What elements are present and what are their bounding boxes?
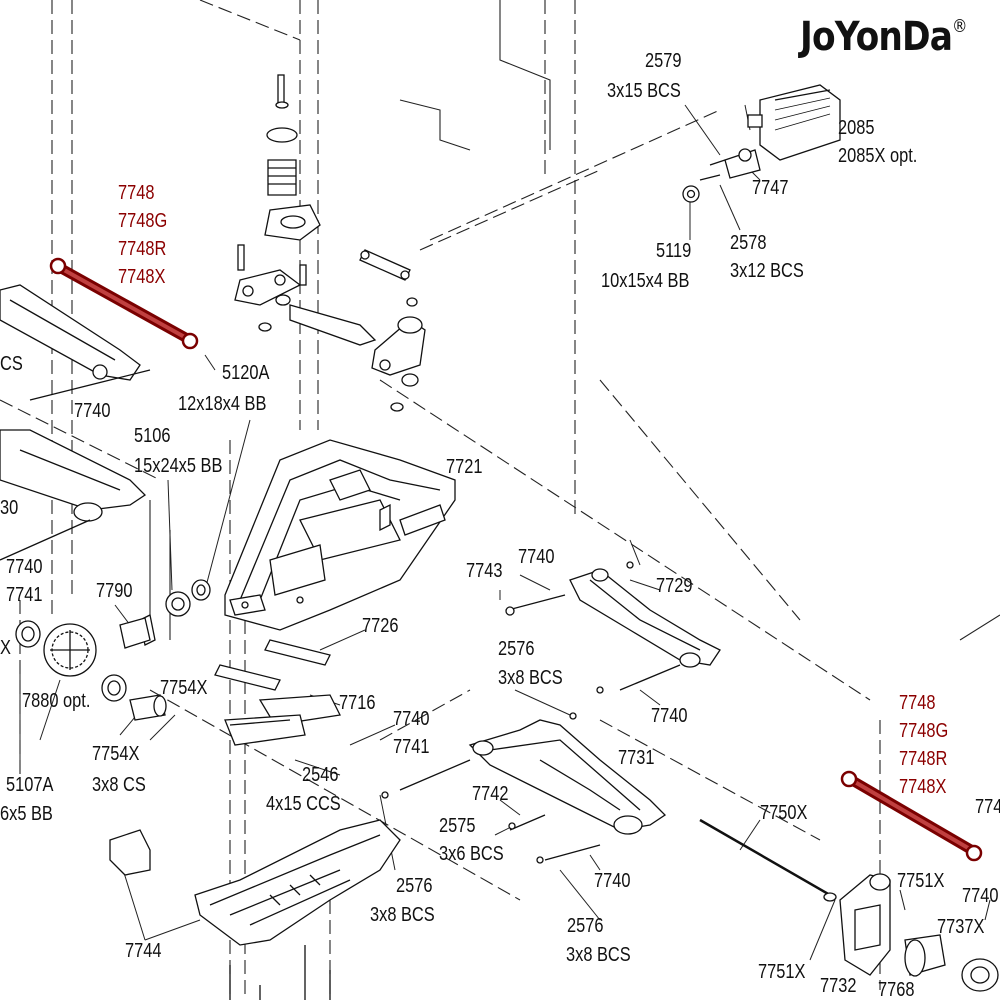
part-label-r1a: 7748 [118,182,155,204]
part-label-2085x: 2085X opt. [838,145,918,167]
part-label-7744: 7744 [125,940,162,962]
part-label-15x24: 15x24x5 BB [134,455,223,477]
part-label-X: X [0,637,11,659]
differential-part [15,614,156,702]
part-label-4x15: 4x15 CCS [266,793,341,815]
part-label-2578: 2578 [730,232,767,254]
part-label-7754xb: 7754X [92,743,140,765]
part-label-7732: 7732 [820,975,857,997]
part-label-774: 774 [975,796,1000,818]
part-label-2576a: 2576 [396,875,433,897]
part-label-3x12: 3x12 BCS [730,260,804,282]
part-label-2576b: 2576 [498,638,535,660]
brand-logo: JoYonDa® [800,14,968,60]
part-label-2579: 2579 [645,50,682,72]
part-label-7731: 7731 [618,747,655,769]
part-label-5107a: 5107A [6,774,54,796]
part-label-3x8a: 3x8 BCS [370,904,435,926]
part-label-7750x: 7750X [760,802,808,824]
registered-mark: ® [952,16,967,37]
part-label-3x8cs: 3x8 CS [92,774,146,796]
part-label-7740b: 7740 [6,556,43,578]
parts [0,74,999,1000]
part-label-7740g: 7740 [962,885,999,907]
part-label-2576c: 2576 [567,915,604,937]
skid-plate-part [194,819,401,946]
part-label-r1b: 7748G [118,210,168,232]
part-label-7741b: 7741 [393,736,430,758]
part-label-30: 30 [0,497,19,519]
arm-7731-part [468,719,667,835]
part-label-7751xa: 7751X [897,870,945,892]
brand-name: JoYonDa [800,14,953,60]
part-label-6x5: 6x5 BB [0,803,53,825]
chassis-part [224,439,456,631]
part-label-r1d: 7748X [118,266,166,288]
part-label-7741a: 7741 [6,584,43,606]
part-label-3x8c: 3x8 BCS [566,944,631,966]
part-label-7740e: 7740 [651,705,688,727]
part-label-r2d: 7748X [899,776,947,798]
part-label-r2c: 7748R [899,748,948,770]
part-label-12x18: 12x18x4 BB [178,393,267,415]
part-label-7740f: 7740 [594,870,631,892]
part-label-2085: 2085 [838,117,875,139]
part-label-2575: 2575 [439,815,476,837]
part-label-r2a: 7748 [899,692,936,714]
leader-lines [19,104,991,961]
part-label-5120a: 5120A [222,362,270,384]
servo-part [747,84,841,161]
turnbuckle-upper-red [49,257,199,350]
part-label-7742: 7742 [472,783,509,805]
part-label-7754xa: 7754X [160,677,208,699]
hub-carrier-part [839,873,891,976]
part-label-7790: 7790 [96,580,133,602]
part-label-7740d: 7740 [518,546,555,568]
part-label-3x8b: 3x8 BCS [498,667,563,689]
part-label-10x15: 10x15x4 BB [601,270,690,292]
part-label-7747: 7747 [752,177,789,199]
part-label-7726: 7726 [362,615,399,637]
part-label-7740c: 7740 [393,708,430,730]
part-label-3x6: 3x6 BCS [439,843,504,865]
part-label-2546: 2546 [302,764,339,786]
part-label-7721: 7721 [446,456,483,478]
part-label-r2b: 7748G [899,720,949,742]
part-label-7768: 7768 [878,979,915,1000]
part-label-7880: 7880 opt. [22,690,91,712]
part-label-7737x: 7737X [937,916,985,938]
turnbuckle-lower-red [840,770,983,862]
part-label-7716: 7716 [339,692,376,714]
part-label-7740a: 7740 [74,400,111,422]
part-label-cs: CS [0,353,23,375]
part-label-7743: 7743 [466,560,503,582]
part-label-7751xb: 7751X [758,961,806,983]
part-label-5106: 5106 [134,425,171,447]
part-label-r1c: 7748R [118,238,167,260]
part-label-5119: 5119 [656,240,692,262]
part-label-3x15: 3x15 BCS [607,80,681,102]
part-label-7729: 7729 [656,575,693,597]
arm-7729-part [569,568,721,668]
